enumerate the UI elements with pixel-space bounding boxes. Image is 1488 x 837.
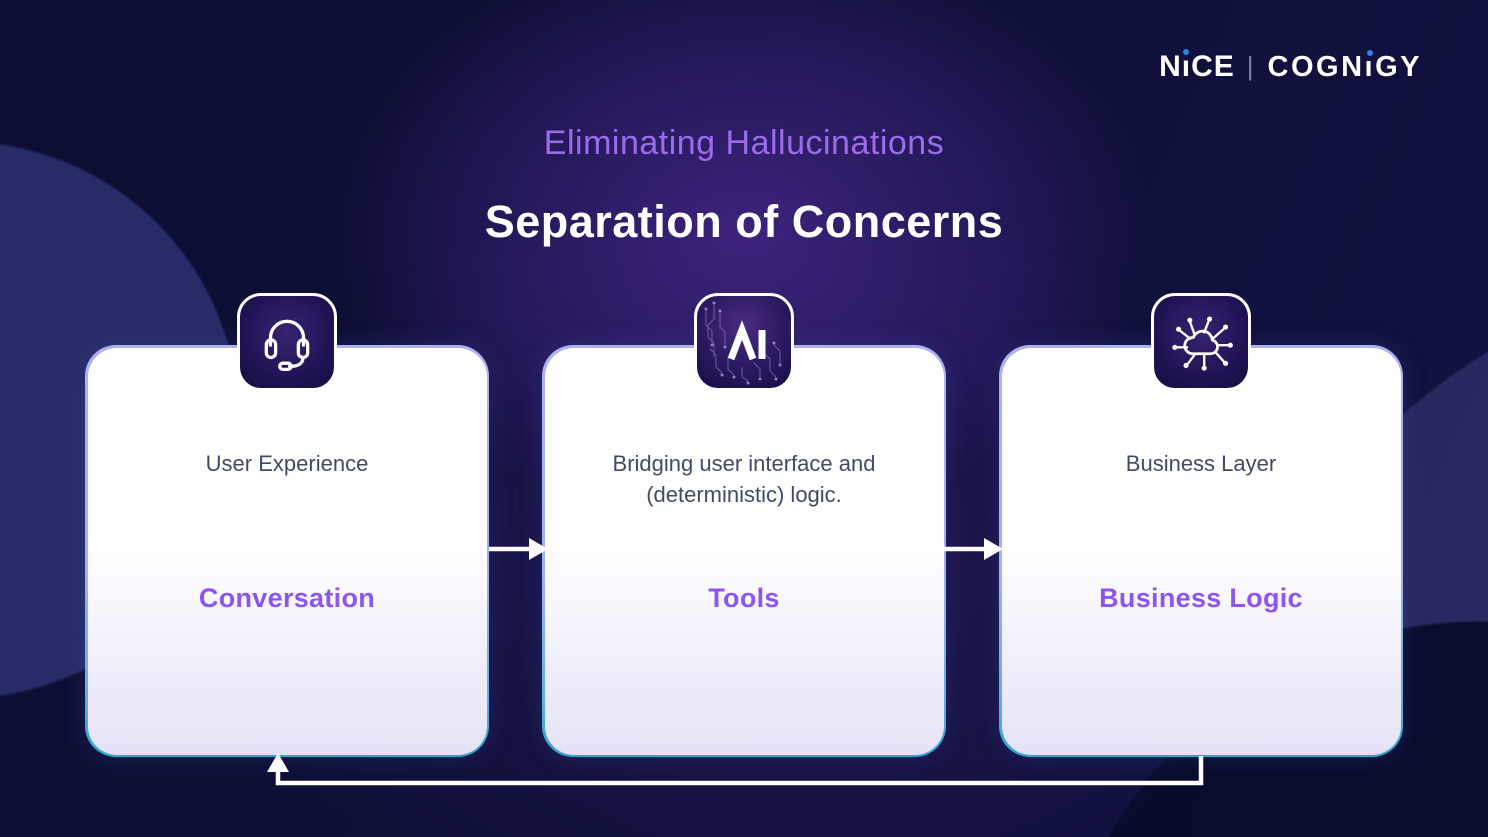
nice-letters-ce: CE: [1191, 50, 1235, 83]
card-business-logic: Business Layer Business Logic: [999, 293, 1403, 757]
card-conversation-body: User Experience Conversation: [87, 347, 487, 755]
card-conversation: User Experience Conversation: [85, 293, 489, 757]
card-label: Conversation: [198, 583, 376, 613]
headset-icon: [237, 293, 337, 391]
card-description: User Experience: [205, 450, 369, 476]
cards-row: User Experience Conversation: [85, 293, 1403, 757]
cognigy-letters-cogn: COGN: [1267, 50, 1365, 83]
card-business-logic-body: Business Layer Business Logic: [1001, 347, 1401, 755]
cloud-network-icon: [1151, 293, 1251, 391]
cognigy-letters-gy: GY: [1375, 50, 1422, 83]
card-description: Business Layer: [1125, 450, 1277, 476]
card-tools: Bridging user interface and (determinist…: [542, 293, 946, 757]
nice-letter-n: N: [1159, 50, 1182, 83]
page-title: Separation of Concerns: [484, 196, 1004, 247]
slide-subtitle: Eliminating Hallucinations: [543, 124, 945, 162]
card-label: Business Logic: [1099, 583, 1303, 613]
card-description: Bridging user interface and (determinist…: [612, 450, 876, 507]
cognigy-letter-i-blue-dot: ı: [1364, 50, 1376, 83]
logo-divider: |: [1246, 50, 1254, 81]
nice-letter-i-blue-dot: ı: [1181, 50, 1192, 83]
ai-chip-icon: [694, 293, 794, 391]
arrow-feedback-loop: [267, 753, 1204, 786]
card-tools-body: Bridging user interface and (determinist…: [544, 347, 944, 755]
card-label: Tools: [708, 583, 780, 613]
